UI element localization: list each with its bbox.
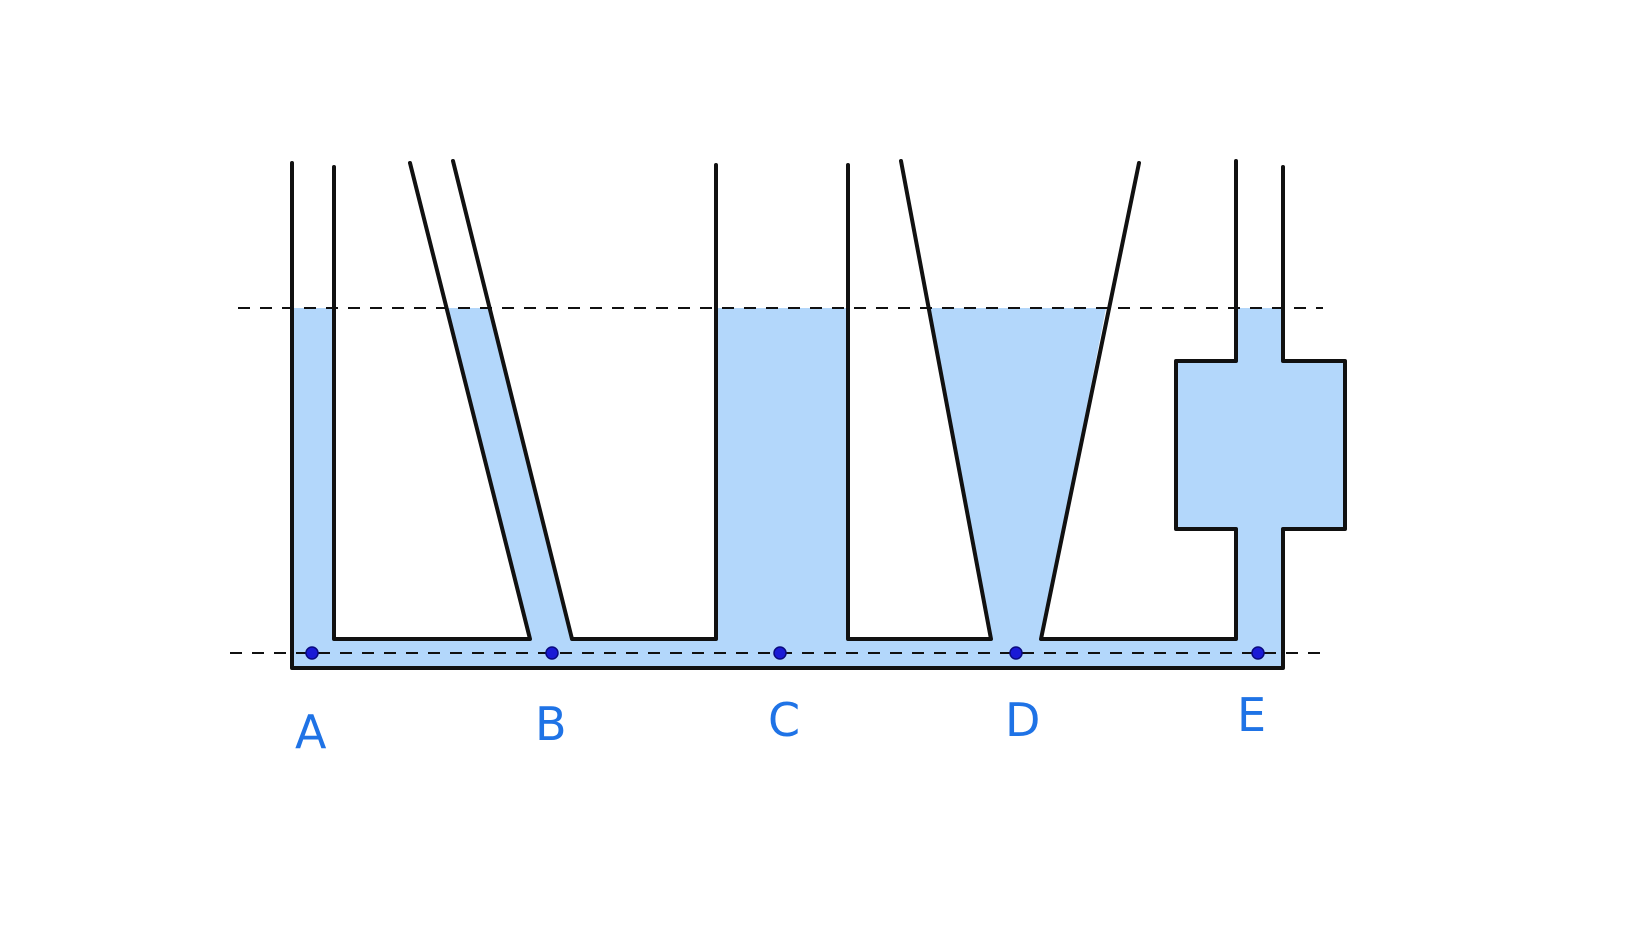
label-a: A: [295, 705, 327, 759]
inner-wall-a-b: [332, 161, 532, 641]
vessel-walls: [290, 159, 1347, 670]
water-vessel-c: [716, 308, 848, 642]
outer-wall: [290, 161, 1347, 670]
water-vessel-e: [1176, 308, 1345, 642]
water-tube-a: [292, 308, 334, 642]
point-a: [305, 646, 319, 660]
points: [305, 646, 1265, 660]
inner-wall-b-c: [451, 159, 718, 641]
point-c: [773, 646, 787, 660]
point-e: [1251, 646, 1265, 660]
label-e: E: [1237, 688, 1266, 742]
point-labels: A B C D E: [295, 688, 1266, 759]
water-tube-b: [446, 308, 572, 642]
label-d: D: [1005, 693, 1040, 747]
water-vessel-d: [927, 308, 1106, 642]
inner-wall-d-e: [1039, 159, 1238, 641]
water-fill: [292, 308, 1345, 668]
label-b: B: [535, 697, 567, 751]
point-d: [1009, 646, 1023, 660]
label-c: C: [768, 693, 800, 747]
inner-wall-c-d: [846, 159, 993, 641]
point-b: [545, 646, 559, 660]
